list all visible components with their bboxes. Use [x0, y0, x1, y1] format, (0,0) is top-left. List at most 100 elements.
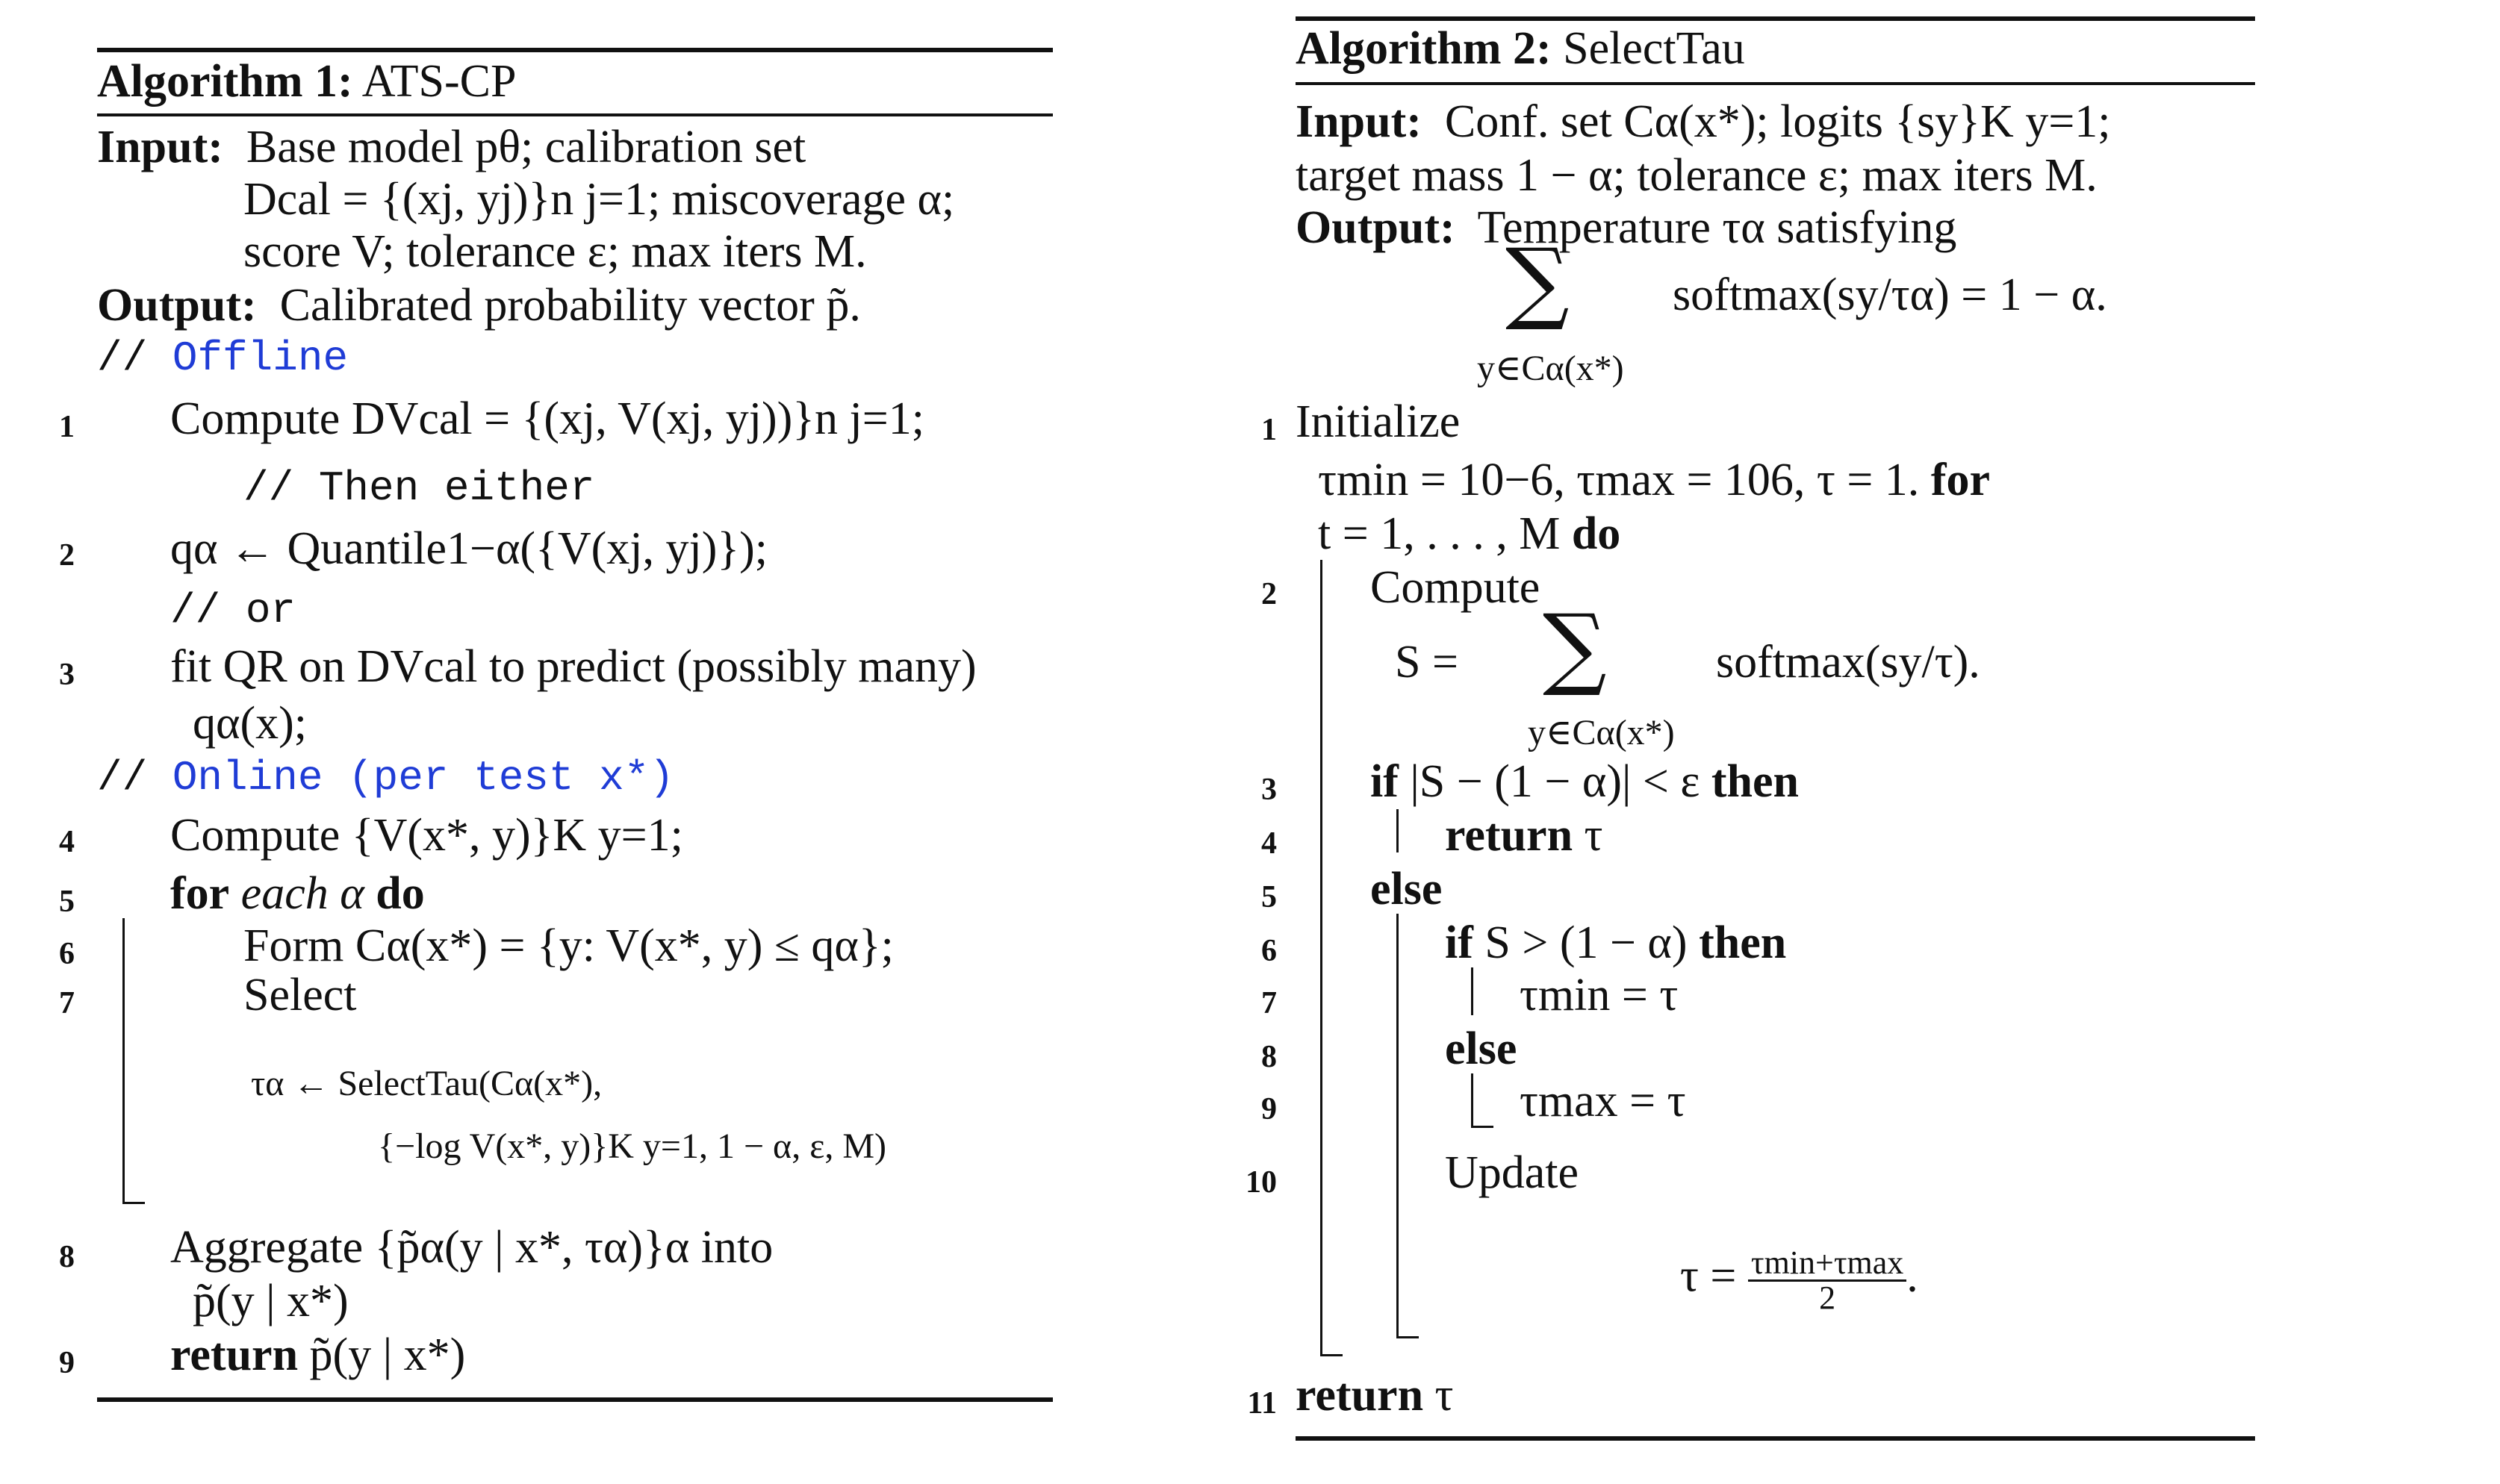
step-8a: Aggregate {p̃α(y | x*, τα)}α into — [170, 1222, 774, 1273]
step-6: if S > (1 − α) then — [1445, 920, 1786, 966]
keyword-for: for — [1930, 455, 1990, 505]
line-number: 4 — [1261, 826, 1277, 861]
step-4: Compute {V(x*, y)}K y=1; — [170, 810, 683, 861]
loop-bar — [1320, 560, 1322, 1354]
line-number: 4 — [59, 825, 75, 859]
step-2: Compute — [1370, 562, 1540, 613]
output-label: Output: — [1296, 202, 1455, 253]
step-1-init: τmin = 10−6, τmax = 106, τ = 1. for — [1318, 457, 1990, 503]
comment-then-either: // Then either — [243, 464, 595, 512]
step-9: return p̃(y | x*) — [170, 1332, 465, 1378]
line-number: 7 — [1261, 986, 1277, 1020]
return-value: τ — [1434, 1370, 1454, 1421]
comment-or: // or — [170, 587, 296, 635]
input-text-1: Base model pθ; calibration set — [246, 122, 806, 172]
keyword-for: for — [170, 868, 230, 919]
title-rule — [97, 113, 1053, 116]
else-bar — [1471, 1073, 1473, 1126]
bottom-rule — [1296, 1436, 2255, 1441]
line-number: 9 — [59, 1346, 75, 1380]
algorithm-2-title-label: Algorithm 2: — [1296, 23, 1552, 74]
step-8b: p̃(y | x*) — [193, 1276, 349, 1326]
step-3a: fit QR on DVcal to predict (possibly man… — [170, 641, 977, 692]
line-number: 3 — [59, 658, 75, 692]
output-text: Calibrated probability vector p̃. — [279, 280, 861, 331]
init-values: τmin = 10−6, τmax = 106, τ = 1. — [1318, 455, 1920, 505]
input-text-1: Conf. set Cα(x*); logits {sy}K y=1; — [1444, 96, 2111, 147]
line-number: 6 — [1261, 934, 1277, 968]
return-value: τ — [1584, 810, 1603, 861]
line-number: 10 — [1246, 1165, 1277, 1200]
line-number: 7 — [59, 986, 75, 1020]
line-number: 8 — [59, 1240, 75, 1274]
step-11: return τ — [1296, 1372, 1453, 1418]
loop-var: each α — [240, 868, 364, 919]
update-equation: τ = τmin+τmax 2 . — [1680, 1247, 1918, 1315]
output-label: Output: — [97, 280, 257, 331]
algorithm-2-title: Algorithm 2: SelectTau — [1296, 25, 1745, 72]
step-2-sum-body: softmax(sy/τ). — [1716, 637, 1980, 688]
keyword-return: return — [1445, 810, 1573, 861]
select-tau-call-2: {−log V(x*, y)}K y=1, 1 − α, ε, M) — [378, 1126, 887, 1166]
bottom-rule — [97, 1397, 1053, 1402]
line-number: 1 — [1261, 413, 1277, 447]
step-7: Select — [243, 970, 357, 1020]
input-line-3: score V; tolerance ε; max iters M. — [243, 226, 867, 277]
step-6: Form Cα(x*) = {y: V(x*, y) ≤ qα}; — [243, 920, 894, 971]
step-9: τmax = τ — [1520, 1076, 1686, 1126]
keyword-do: do — [1571, 508, 1621, 559]
line-number: 11 — [1247, 1386, 1277, 1421]
comment-offline-text: Offline — [172, 334, 349, 382]
comment-online-text: Online (per test x*) — [172, 754, 674, 802]
comment-online: // Online (per test x*) — [97, 757, 674, 799]
if-bar — [1396, 809, 1399, 852]
update-lhs: τ = — [1680, 1250, 1737, 1302]
else-bar — [1396, 914, 1399, 1336]
step-2-sum-index: y∈Cα(x*) — [1528, 713, 1675, 752]
step-8: else — [1445, 1026, 1517, 1072]
step-3b: qα(x); — [193, 698, 308, 749]
loop-header: t = 1, . . . , M do — [1318, 511, 1620, 557]
loop-bar-end — [122, 1202, 145, 1204]
input-line-2: target mass 1 − α; tolerance ε; max iter… — [1296, 150, 2098, 201]
if-condition: S > (1 − α) — [1484, 917, 1688, 968]
step-1: Compute DVcal = {(xj, V(xj, yj))}n j=1; — [170, 393, 924, 444]
title-rule — [1296, 82, 2255, 85]
line-number: 2 — [1261, 577, 1277, 611]
line-number: 6 — [59, 937, 75, 971]
keyword-do: do — [376, 868, 425, 919]
step-2-eq: S = — [1395, 637, 1458, 688]
summation-icon: ∑ — [1505, 230, 1570, 334]
top-rule — [1296, 16, 2255, 21]
line-number: 5 — [1261, 880, 1277, 914]
else-bar-end — [1471, 1126, 1493, 1128]
input-label: Input: — [97, 122, 223, 172]
return-value: p̃(y | x*) — [309, 1329, 466, 1380]
update-fraction: τmin+τmax 2 — [1747, 1247, 1907, 1316]
fraction-numerator: τmin+τmax — [1747, 1247, 1907, 1282]
line-number: 1 — [59, 410, 75, 444]
if-bar — [1471, 967, 1473, 1015]
loop-bar-end — [1320, 1354, 1343, 1356]
output-line: Output: Temperature τα satisfying — [1296, 205, 1956, 251]
top-rule — [97, 48, 1053, 52]
line-number: 2 — [59, 538, 75, 573]
summation-icon: ∑ — [1543, 596, 1607, 699]
fraction-denominator: 2 — [1819, 1279, 1836, 1316]
step-7: τmin = τ — [1520, 970, 1679, 1020]
step-2: qα ← Quantile1−α({V(xj, yj)}); — [170, 523, 768, 574]
step-5: else — [1370, 866, 1442, 912]
keyword-if: if — [1370, 756, 1399, 807]
keyword-if: if — [1445, 917, 1473, 968]
keyword-return: return — [1296, 1370, 1424, 1421]
step-3: if |S − (1 − α)| < ε then — [1370, 758, 1799, 805]
else-bar-end — [1396, 1336, 1419, 1338]
algorithm-1-title: Algorithm 1: ATS-CP — [97, 58, 517, 105]
step-1: Initialize — [1296, 396, 1461, 447]
output-sum-body: softmax(sy/τα) = 1 − α. — [1673, 269, 2107, 320]
loop-bar — [122, 918, 125, 1202]
output-sum-index: y∈Cα(x*) — [1477, 349, 1624, 388]
if-condition: |S − (1 − α)| < ε — [1410, 756, 1700, 807]
comment-slashes: // — [97, 754, 148, 802]
